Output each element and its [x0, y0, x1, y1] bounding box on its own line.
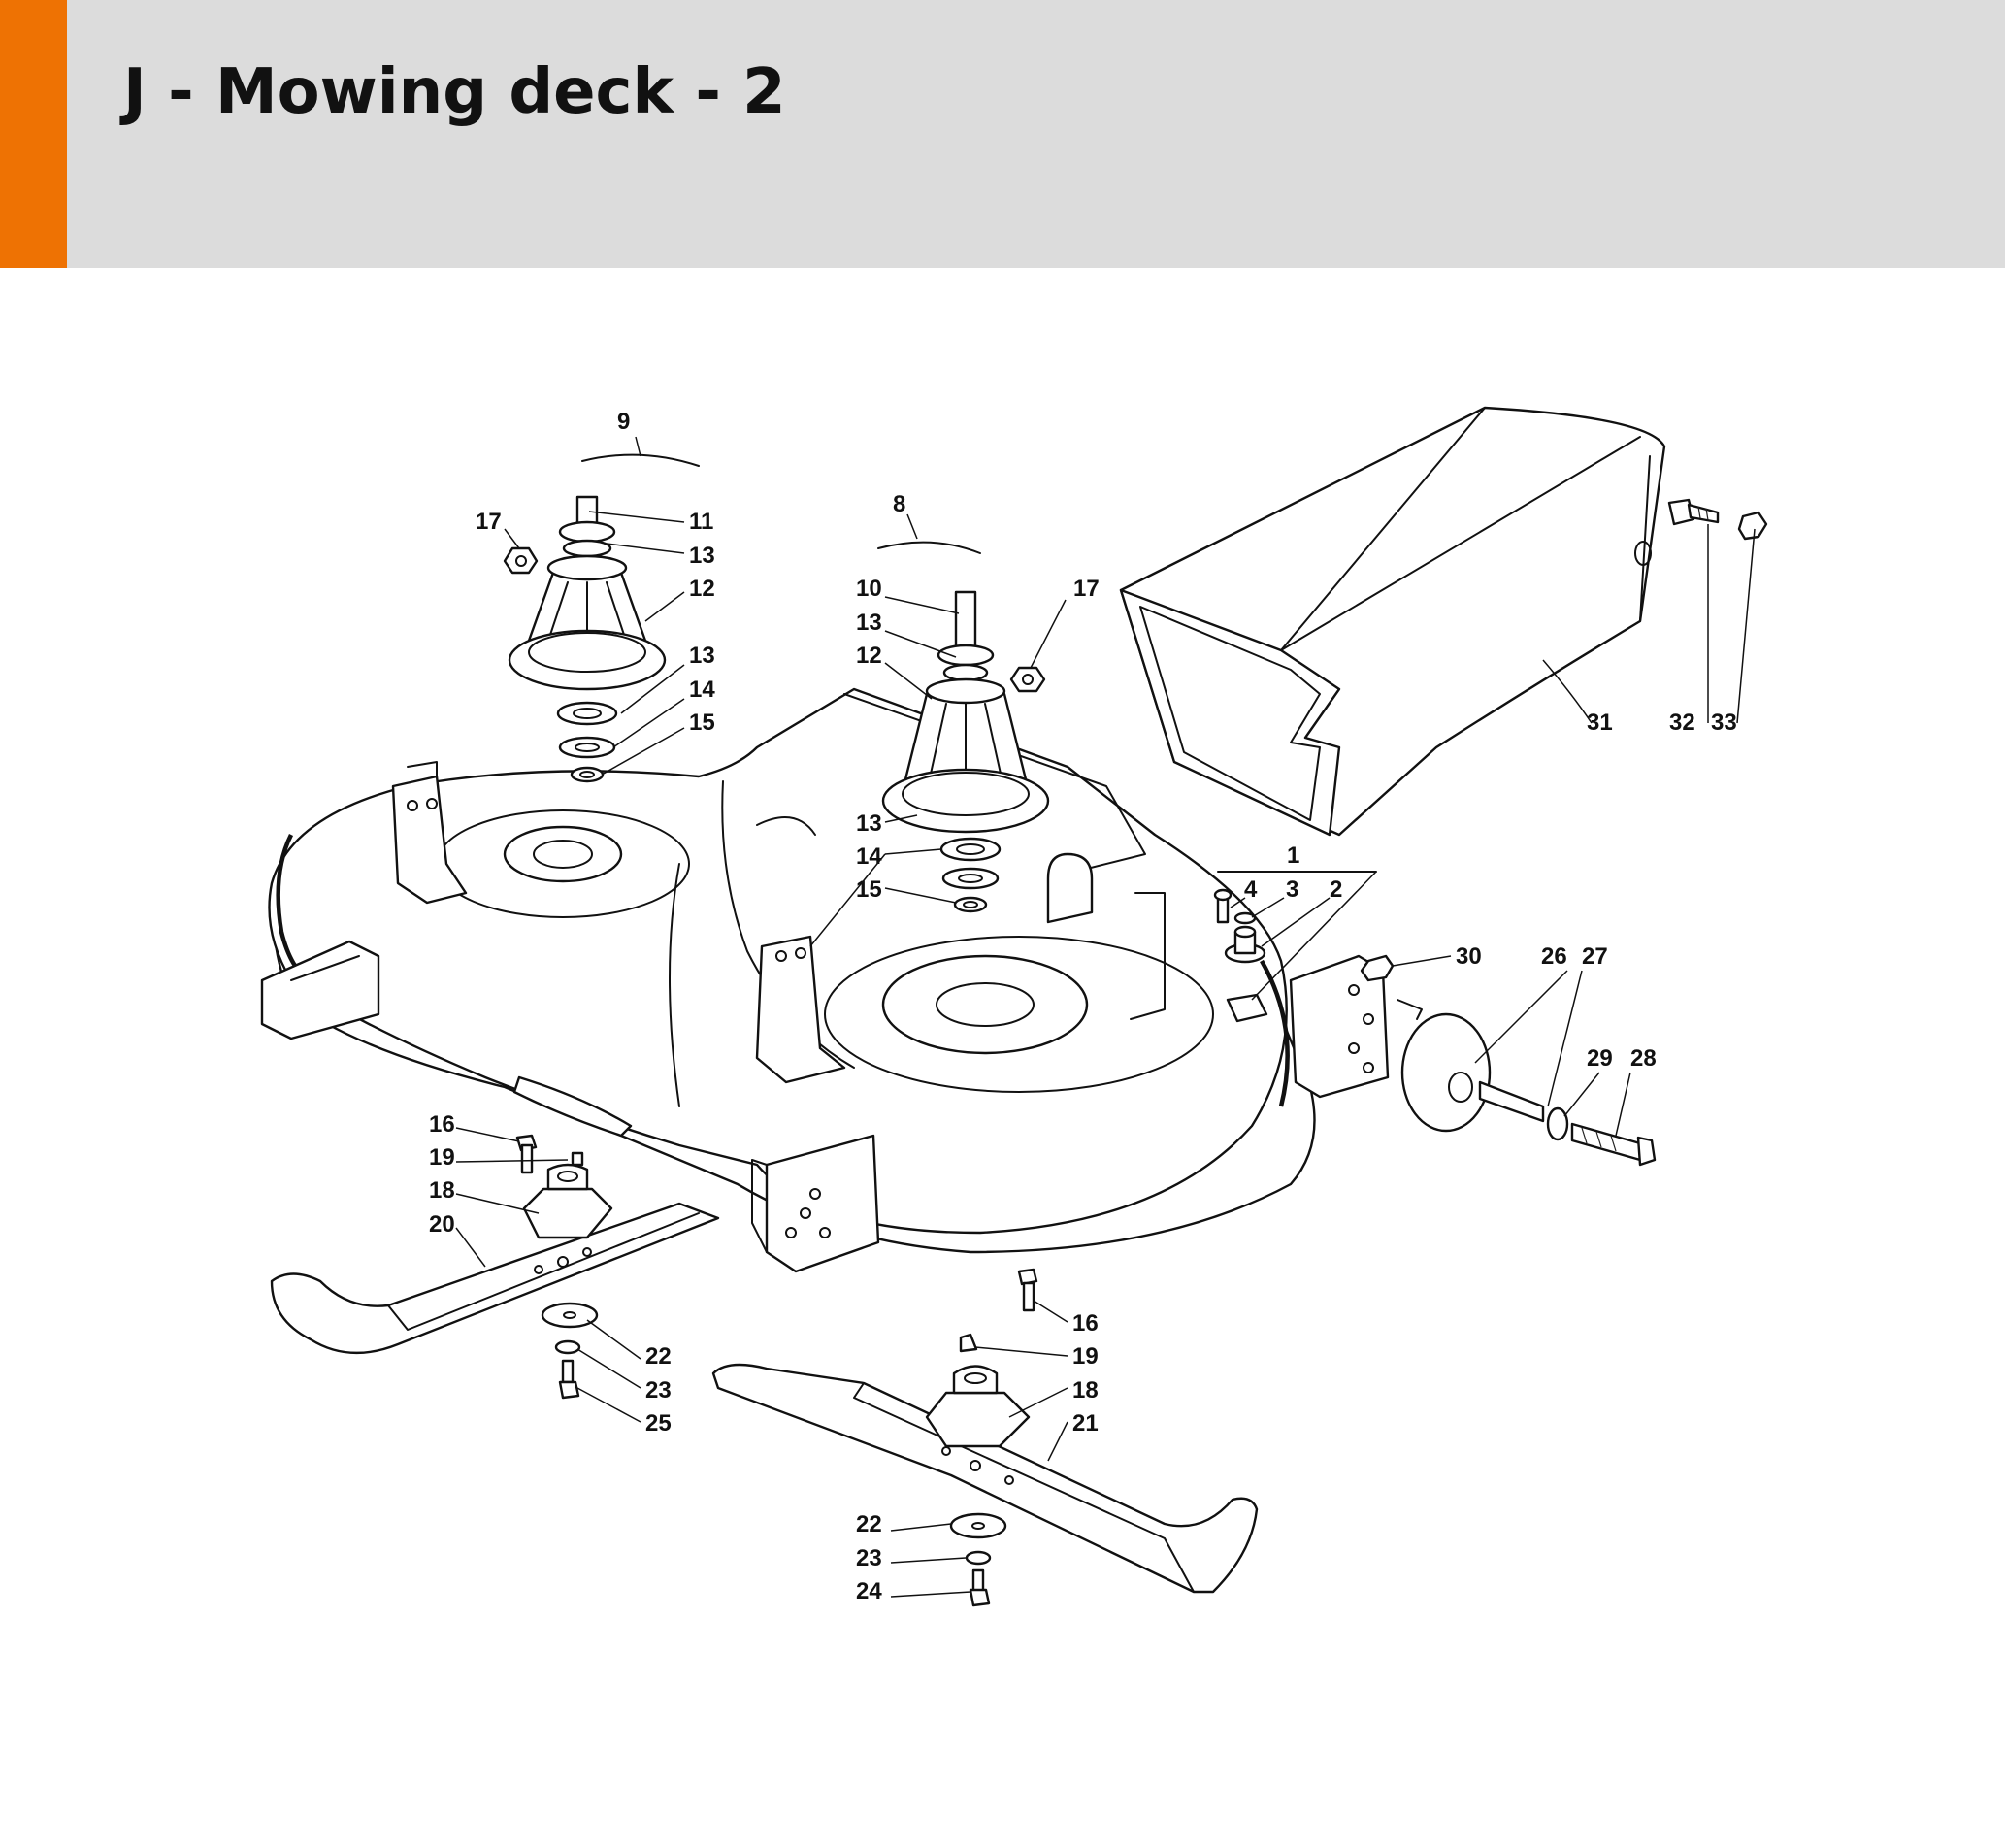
callout-14-a: 14: [689, 676, 715, 703]
callout-23-right: 23: [856, 1545, 882, 1571]
callout-12-b: 12: [856, 643, 882, 669]
callout-18-left: 18: [429, 1177, 455, 1204]
callout-9: 9: [617, 409, 630, 435]
callout-32: 32: [1669, 710, 1695, 736]
callout-31: 31: [1587, 710, 1613, 736]
callout-15-a: 15: [689, 710, 715, 736]
callout-13-b: 13: [689, 643, 715, 669]
callout-15-b: 15: [856, 876, 882, 903]
callout-30: 30: [1456, 943, 1482, 970]
callout-26: 26: [1541, 943, 1567, 970]
callout-3: 3: [1286, 876, 1298, 903]
callout-19-left: 19: [429, 1144, 455, 1171]
height-adjuster-parts: [1213, 871, 1377, 964]
callout-18-right: 18: [1072, 1377, 1099, 1403]
spindle-assembly-left: [503, 453, 700, 783]
callout-13-a: 13: [689, 543, 715, 569]
callout-1: 1: [1287, 842, 1299, 869]
chute-bolt-nut: [1667, 498, 1768, 541]
mowing-deck-housing: [260, 687, 1390, 1273]
leader-lines: [455, 436, 1756, 1598]
callout-11: 11: [689, 509, 713, 535]
header-band: [0, 0, 2005, 268]
callout-22-left: 22: [645, 1343, 672, 1370]
callout-19-right: 19: [1072, 1343, 1099, 1370]
callout-8: 8: [893, 491, 905, 517]
blade-right: [711, 1268, 1259, 1607]
callout-23-left: 23: [645, 1377, 672, 1403]
callout-17-left: 17: [476, 509, 502, 535]
callout-13-d: 13: [856, 810, 882, 837]
callout-21: 21: [1072, 1410, 1099, 1436]
orange-accent-bar: [0, 0, 67, 268]
callout-22-right: 22: [856, 1511, 882, 1537]
callout-14-b: 14: [856, 843, 882, 870]
page-title: J - Mowing deck - 2: [123, 56, 786, 128]
spindle-assembly-right: [877, 541, 1050, 913]
callout-labels: 9 8 17 11 13 12 13 14 15 10 13 12 17 13 …: [429, 409, 1737, 1604]
callout-4: 4: [1244, 876, 1258, 903]
callout-25: 25: [645, 1410, 672, 1436]
callout-20: 20: [429, 1211, 455, 1238]
callout-28: 28: [1630, 1045, 1657, 1072]
callout-10: 10: [856, 576, 882, 602]
callout-12-a: 12: [689, 576, 715, 602]
callout-16-right: 16: [1072, 1310, 1099, 1336]
callout-29: 29: [1587, 1045, 1613, 1072]
callout-2: 2: [1330, 876, 1342, 903]
blade-left: [270, 1134, 720, 1400]
callout-33: 33: [1711, 710, 1737, 736]
callout-17-right: 17: [1073, 576, 1100, 602]
callout-24: 24: [856, 1578, 882, 1604]
discharge-chute: [1119, 406, 1666, 837]
callout-13-c: 13: [856, 610, 882, 636]
callout-27: 27: [1582, 943, 1608, 970]
callout-16-left: 16: [429, 1111, 455, 1138]
anti-scalp-wheel-assembly: [1360, 954, 1657, 1167]
